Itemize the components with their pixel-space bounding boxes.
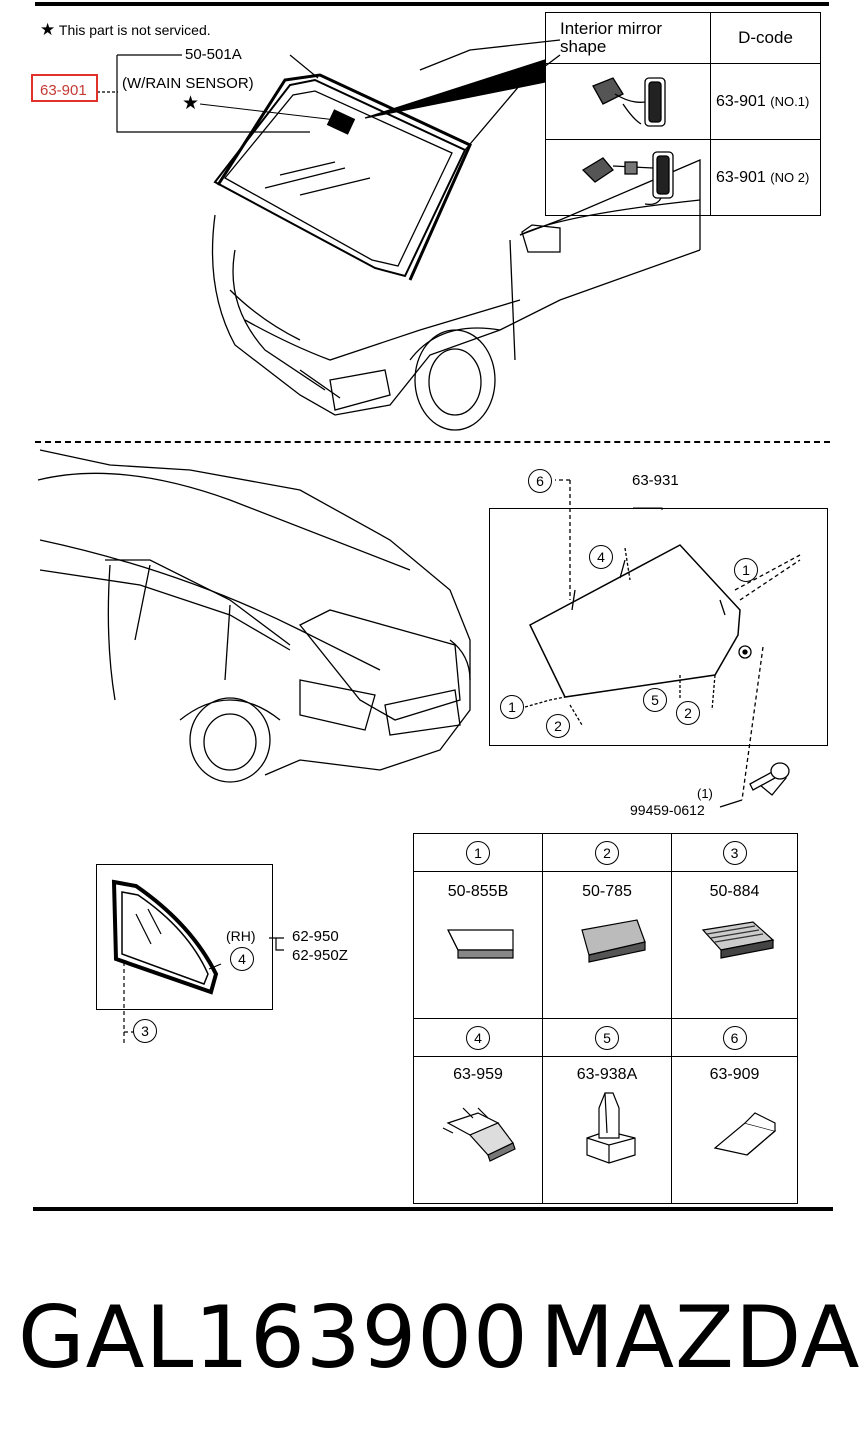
- rear-glass-drawing: [524, 479, 801, 808]
- mirror-shape-header: Interior mirror shape: [545, 12, 711, 64]
- windshield-part-no: 50-501A: [185, 46, 242, 63]
- part-code: GAL163900: [18, 1288, 529, 1388]
- parts-num-cell-4: 4: [413, 1018, 543, 1057]
- callout-3-quarter: 3: [133, 1019, 157, 1043]
- quarter-glass-part-no-1: 62-950: [292, 928, 339, 945]
- mirror-dcode-cell-2: 63-901 (NO 2): [710, 139, 821, 216]
- mirror-no1-icon: [592, 77, 666, 127]
- parts-num-cell-3: 3: [671, 833, 798, 872]
- top-border: [35, 2, 829, 6]
- push-pin-icon: [586, 1092, 636, 1164]
- callout-1-left: 1: [500, 695, 524, 719]
- not-serviced-note: ★ This part is not serviced.: [40, 20, 211, 39]
- star-icon: ★: [182, 93, 200, 114]
- parts-num-cell-2: 2: [542, 833, 672, 872]
- callout-2-left: 2: [546, 714, 570, 738]
- parts-cell-3: 50-884: [671, 871, 798, 1019]
- mirror-table: Interior mirror shape D-code 63-901 (NO.…: [545, 12, 821, 216]
- rear-car-drawing: [37, 449, 471, 783]
- parts-table: 1 2 3 50-855B 50-785 50-: [413, 833, 798, 1204]
- brand-name: MAZDA: [540, 1288, 861, 1388]
- bottom-border: [33, 1207, 833, 1211]
- callout-2-right: 2: [676, 701, 700, 725]
- mirror-dcode-cell-1: 63-901 (NO.1): [710, 63, 821, 140]
- parts-num-cell-5: 5: [542, 1018, 672, 1057]
- highlight-box: [31, 74, 98, 102]
- quarter-glass-part-no-2: 62-950Z: [292, 947, 348, 964]
- callout-1-right: 1: [734, 558, 758, 582]
- quarter-glass-side: (RH): [226, 928, 256, 944]
- callout-4-quarter: 4: [230, 947, 254, 971]
- callout-5: 5: [643, 688, 667, 712]
- parts-num-cell-1: 1: [413, 833, 543, 872]
- bolt-part-no: 99459-0612: [630, 802, 705, 818]
- trim-strip-icon: [447, 929, 514, 959]
- bracket-clip-icon: [442, 1107, 516, 1162]
- dcode-header: D-code: [710, 12, 821, 64]
- parts-num-cell-6: 6: [671, 1018, 798, 1057]
- parts-cell-6: 63-909: [671, 1056, 798, 1204]
- wedge-spacer-icon: [713, 1112, 776, 1156]
- adhesive-pad-icon: [581, 919, 646, 963]
- mirror-shape-cell-1: [545, 63, 711, 140]
- star-icon: ★: [40, 20, 56, 39]
- parts-cell-1: 50-855B: [413, 871, 543, 1019]
- rain-sensor-label: (W/RAIN SENSOR): [122, 75, 254, 92]
- parts-cell-5: 63-938A: [542, 1056, 672, 1204]
- mirror-shape-cell-2: [545, 139, 711, 216]
- section-divider: [35, 441, 830, 443]
- rear-glass-part-no: 63-931: [632, 472, 679, 489]
- mirror-no2-icon: [581, 151, 674, 206]
- callout-6: 6: [528, 469, 552, 493]
- mirror-callout-label[interactable]: 63-901: [40, 82, 87, 99]
- clip-strip-icon: [701, 921, 774, 959]
- bolt-icon: [749, 762, 790, 791]
- parts-cell-4: 63-959: [413, 1056, 543, 1204]
- callout-4: 4: [589, 545, 613, 569]
- parts-cell-2: 50-785: [542, 871, 672, 1019]
- bolt-qty: (1): [697, 786, 713, 801]
